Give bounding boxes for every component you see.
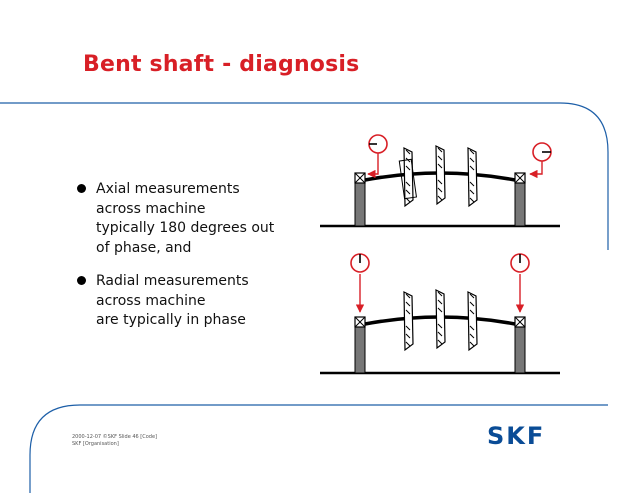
bullet-axial: Axial measurements across machine typica… (74, 180, 274, 258)
axial-phase-gauge-left (367, 134, 388, 179)
bearing-icon (354, 172, 366, 184)
bearing-icon (514, 316, 526, 328)
slide-title: Bent shaft - diagnosis (83, 52, 360, 77)
rotor-disc-icon (435, 289, 446, 349)
bearing-icon (514, 172, 526, 184)
rotor-disc-icon (467, 147, 478, 207)
axial-phase-gauge-right (529, 142, 552, 179)
bullet-text-line: across machine (96, 292, 206, 309)
bullet-dot-icon (77, 184, 86, 193)
footer-meta: 2000-12-07 ©SKF Slide 46 [Code] (72, 434, 158, 440)
bullet-dot-icon (77, 276, 86, 285)
radial-phase-gauge-right (510, 253, 530, 313)
axial-machine (320, 134, 560, 228)
rotor-disc-icon (467, 291, 478, 351)
slide-footer: 2000-12-07 ©SKF Slide 46 [Code] SKF [Org… (72, 434, 157, 448)
bearing-icon (354, 316, 366, 328)
skf-logo: SKF (487, 423, 545, 447)
bullet-text-line: of phase, and (96, 239, 192, 256)
bullet-text-line: are typically in phase (96, 312, 246, 328)
bottom-divider-curve (29, 404, 608, 493)
rotor-disc-icon (435, 145, 446, 205)
bullet-text-line: Radial measurements (96, 273, 249, 289)
rotor-disc-icon (403, 291, 414, 351)
logo-text: SKF (487, 423, 545, 447)
radial-machine (320, 253, 560, 375)
bullet-list: Axial measurements across machine typica… (74, 180, 274, 345)
bullet-radial: Radial measurements across machine are t… (74, 272, 274, 331)
bullet-text-line: typically 180 degrees out (96, 220, 275, 236)
top-divider-curve (0, 102, 609, 250)
bent-shaft-diagram (320, 134, 560, 375)
radial-phase-gauge-left (350, 253, 370, 313)
footer-organisation: SKF [Organisation] (72, 441, 119, 447)
bullet-text-line: Axial measurements (96, 181, 240, 197)
bullet-text-line: across machine (96, 200, 206, 217)
